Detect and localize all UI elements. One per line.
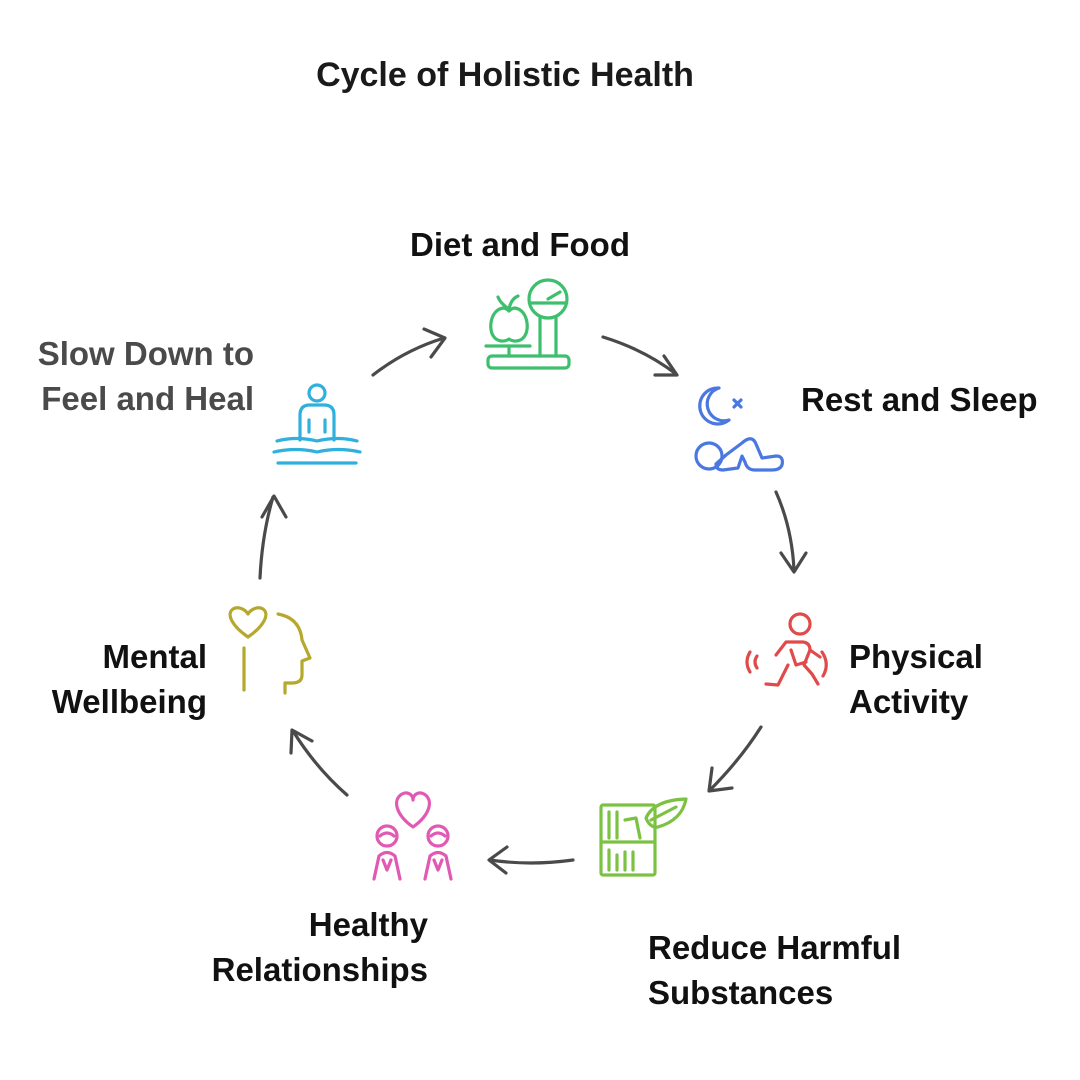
arrow-head-relationships-mental: [289, 728, 314, 755]
arrow-head-reduce-relationships: [487, 845, 509, 875]
arrow-rest-to-physical: [774, 490, 796, 572]
step-label-diet: Diet and Food: [410, 226, 630, 263]
apple-scale-icon: [484, 278, 571, 370]
step-label-reduce: Reduce Harmful Substances: [648, 929, 902, 1011]
arrow-relationships-to-mental: [291, 729, 349, 797]
cycle-arrows: [258, 327, 808, 875]
step-label-mental: Mental Wellbeing: [51, 638, 207, 720]
meditating-person-icon: [272, 383, 362, 465]
step-label-relationships: Healthy Relationships: [211, 906, 428, 988]
step-label-slow: Slow Down to Feel and Heal: [37, 335, 254, 417]
moon-sleeping-person-icon: [694, 386, 784, 472]
head-heart-icon: [228, 606, 312, 695]
arrow-head-rest-physical: [779, 551, 808, 574]
arrow-slow-to-diet: [371, 336, 446, 377]
arrow-head-diet-rest: [653, 354, 679, 377]
arrow-head-slow-diet: [422, 327, 447, 359]
arrow-physical-to-reduce: [708, 725, 763, 792]
step-label-rest: Rest and Sleep: [801, 381, 1038, 418]
diagram-title: Cycle of Holistic Health: [316, 56, 694, 94]
arrow-reduce-to-relationships: [488, 858, 575, 865]
shelf-leaf-icon: [599, 797, 688, 877]
two-people-heart-icon: [372, 791, 453, 881]
arrow-head-physical-reduce: [707, 766, 734, 793]
running-person-icon: [745, 612, 828, 687]
arrow-head-mental-slow: [260, 494, 288, 519]
step-label-physical: Physical Activity: [849, 638, 983, 720]
arrow-diet-to-rest: [601, 335, 678, 376]
